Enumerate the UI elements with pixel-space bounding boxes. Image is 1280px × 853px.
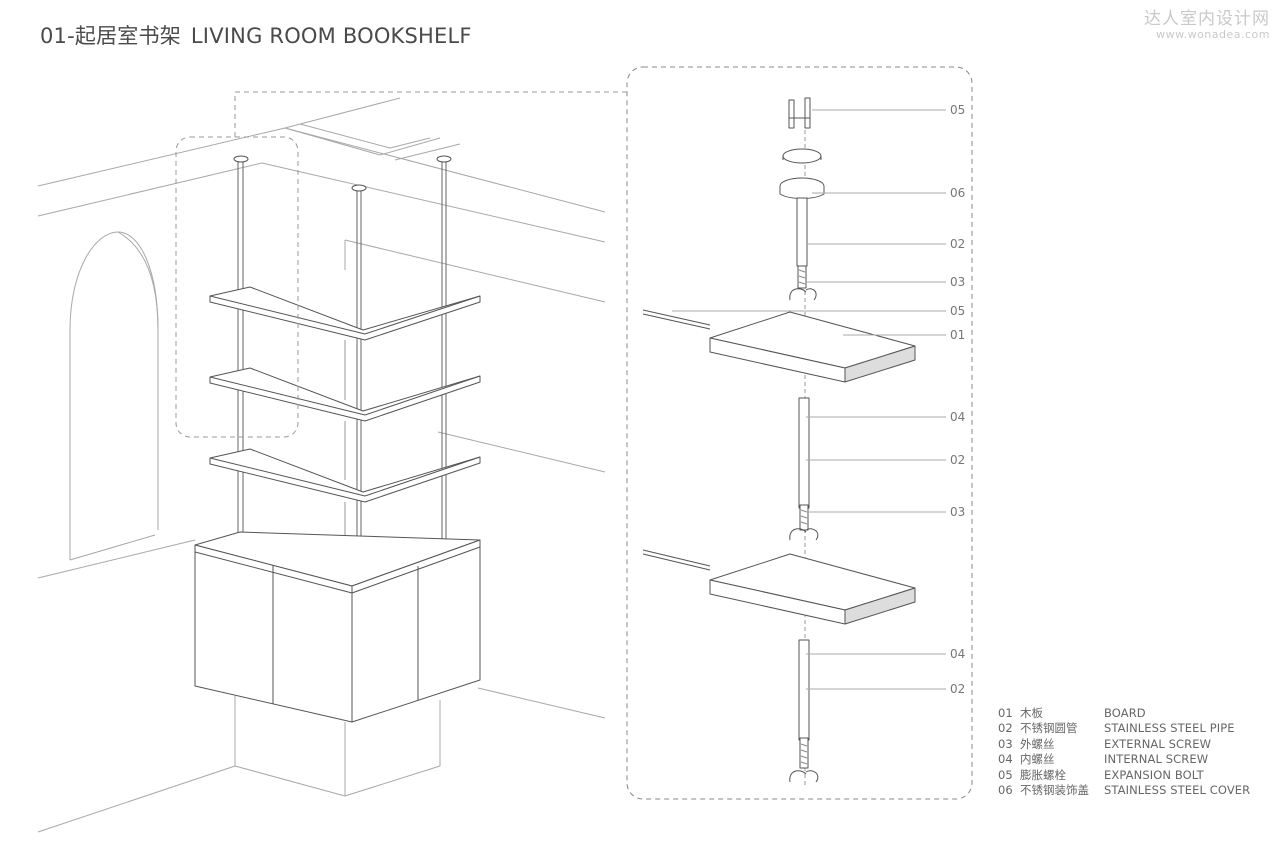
callout-leaders bbox=[672, 109, 946, 690]
callout-06: 06 bbox=[950, 186, 965, 200]
callout-01: 01 bbox=[950, 328, 965, 342]
leader-line bbox=[234, 91, 627, 137]
callout-03: 03 bbox=[950, 275, 965, 289]
detail-panel bbox=[626, 66, 973, 800]
room-outline bbox=[37, 97, 606, 833]
watermark-cn: 达人室内设计网 bbox=[1144, 9, 1270, 29]
callout-04: 04 bbox=[950, 410, 965, 424]
callout-04: 04 bbox=[950, 647, 965, 661]
callout-02: 02 bbox=[950, 682, 965, 696]
title-cn: 01-起居室书架 bbox=[40, 24, 181, 48]
callout-03: 03 bbox=[950, 505, 965, 519]
bookshelf bbox=[194, 155, 481, 723]
callout-05: 05 bbox=[950, 304, 965, 318]
page-title: 01-起居室书架 LIVING ROOM BOOKSHELF bbox=[40, 20, 472, 50]
callout-05: 05 bbox=[950, 103, 965, 117]
title-en: LIVING ROOM BOOKSHELF bbox=[190, 24, 472, 48]
exploded-assembly bbox=[642, 97, 916, 785]
watermark: 达人室内设计网 www.wonadea.com bbox=[1144, 4, 1270, 41]
callout-labels: 05 06 02 03 05 01 04 02 03 04 02 bbox=[950, 103, 965, 696]
callout-02: 02 bbox=[950, 237, 965, 251]
detail-marker bbox=[175, 136, 299, 438]
callout-02: 02 bbox=[950, 453, 965, 467]
watermark-url: www.wonadea.com bbox=[1156, 28, 1270, 41]
